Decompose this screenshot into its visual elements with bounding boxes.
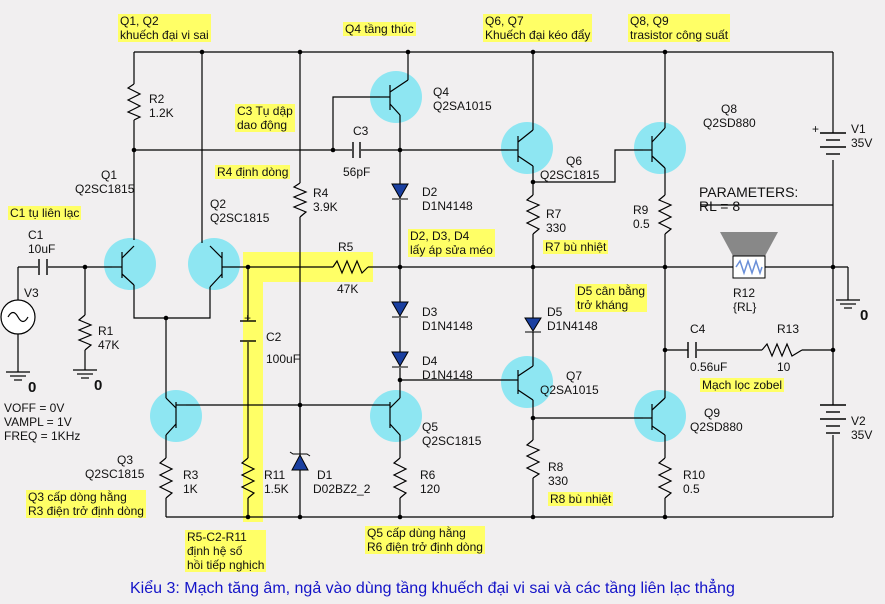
q9-body bbox=[634, 390, 686, 442]
r5-label: R5 bbox=[338, 240, 354, 254]
r5-body bbox=[332, 259, 369, 275]
diagram-caption: Kiểu 3: Mạch tăng âm, ngả vào dùng tầng … bbox=[130, 580, 735, 597]
ground-label-2: 0 bbox=[94, 377, 103, 394]
r3-body bbox=[158, 457, 174, 499]
r4-body bbox=[292, 182, 308, 218]
c2-plus: + bbox=[244, 311, 252, 325]
r5-value: 47K bbox=[337, 282, 359, 296]
params-label: PARAMETERS:RL = 8 bbox=[699, 184, 799, 214]
c4-value: 0.56uF bbox=[690, 360, 728, 374]
d2-body bbox=[391, 183, 409, 200]
r9-body bbox=[657, 194, 673, 235]
note-r8: R8 bù nhiệt bbox=[548, 492, 614, 506]
note-r4: R4 định dòng bbox=[215, 165, 291, 179]
r6-body bbox=[392, 457, 408, 499]
r1-body bbox=[77, 314, 93, 351]
ground-label-1: 0 bbox=[28, 379, 37, 396]
q2-body bbox=[188, 238, 240, 290]
q8-body bbox=[634, 122, 686, 174]
diodes bbox=[289, 183, 542, 517]
ground-label-3: 0 bbox=[860, 307, 869, 324]
wires bbox=[17, 51, 849, 518]
r10-body bbox=[657, 457, 673, 499]
r8-body bbox=[525, 439, 541, 479]
c4-label: C4 bbox=[690, 322, 706, 336]
r2-body bbox=[126, 83, 142, 121]
v1-plus: + bbox=[812, 122, 820, 136]
c3-label: C3 bbox=[353, 124, 369, 138]
d4-body bbox=[391, 351, 409, 368]
resistors bbox=[77, 83, 803, 499]
d3-body bbox=[391, 301, 409, 318]
note-r7: R7 bù nhiệt bbox=[543, 240, 609, 254]
junctions bbox=[82, 49, 836, 520]
r11-body bbox=[240, 457, 256, 499]
note-q4: Q4 tầng thúc bbox=[343, 22, 416, 36]
d5-body bbox=[524, 317, 542, 332]
r12-label: R12{RL} bbox=[733, 286, 757, 314]
capacitors bbox=[38, 142, 697, 358]
q5-body bbox=[370, 390, 422, 442]
q4-body bbox=[370, 71, 422, 123]
note-c1: C1 tụ liên lạc bbox=[8, 206, 82, 220]
transistor-bubbles bbox=[104, 71, 686, 442]
q1-body bbox=[104, 238, 156, 290]
note-zobel: Mạch lọc zobel bbox=[700, 378, 785, 392]
transistor-symbols bbox=[112, 79, 666, 436]
c3-value: 56pF bbox=[343, 165, 371, 179]
q7-body bbox=[501, 356, 553, 408]
grounds bbox=[6, 299, 860, 381]
v3-label: V3 bbox=[24, 286, 39, 300]
r13-label: R13 bbox=[777, 322, 800, 336]
r7-body bbox=[525, 194, 541, 235]
batteries bbox=[820, 132, 846, 434]
source-v3 bbox=[0, 299, 36, 335]
q6-body bbox=[501, 122, 553, 174]
r13-body bbox=[761, 342, 803, 358]
speaker-r12 bbox=[720, 232, 778, 279]
d1-body bbox=[291, 453, 309, 471]
r13-value: 10 bbox=[777, 360, 791, 374]
